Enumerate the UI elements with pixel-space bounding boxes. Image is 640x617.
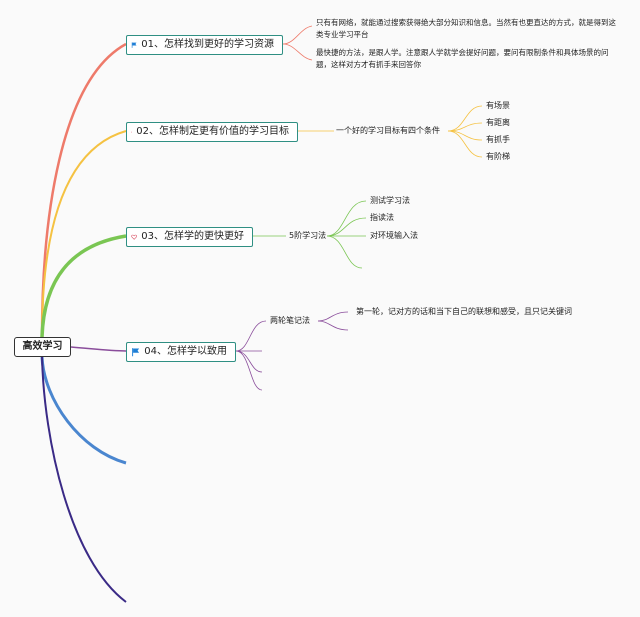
flag-icon [131,42,137,48]
leaf-node[interactable]: 指读法 [370,213,394,222]
sub-line [282,25,313,45]
sub-node[interactable]: 两轮笔记法 [270,316,310,325]
branch-line-01 [40,42,127,338]
branch-node-01[interactable]: 01、怎样找到更好的学习资源 [126,35,283,55]
branch-label: 03、怎样学的更快更好 [141,231,244,242]
branch-node-04[interactable]: 04、怎样学以致用 [126,342,236,362]
sub-line [447,105,483,132]
sub-line [235,350,263,391]
branch-line-02 [41,130,127,338]
leaf-node[interactable]: 有阶梯 [486,152,510,161]
sub-line [235,320,267,352]
leaf-node[interactable]: 对环境输入法 [370,231,418,240]
sub-line [282,43,313,61]
root-node[interactable]: 高效学习 [14,337,71,357]
sub-line [447,130,483,141]
sub-line [326,217,367,237]
branch-line-04 [70,346,127,352]
sub-node[interactable]: 一个好的学习目标有四个条件 [336,126,440,135]
branch-line-blue [40,356,127,465]
note-01a: 只有有网络，就能通过搜索获得绝大部分知识和信息。当然有也更直达的方式，就是得到这… [316,18,616,39]
branch-label: 01、怎样找到更好的学习资源 [141,39,274,50]
leaf-node[interactable]: 第一轮，记对方的话和当下自己的联想和感受，且只记关键词 [356,307,572,316]
sub-line [326,235,363,269]
branch-line-03 [40,234,127,338]
branch-node-03[interactable]: 03、怎样学的更快更好 [126,227,253,247]
home-icon [131,131,133,133]
leaf-node[interactable]: 有抓手 [486,135,510,144]
leaf-node[interactable]: 有距离 [486,118,510,127]
heart-icon [131,234,137,240]
branch-label: 04、怎样学以致用 [144,346,227,357]
branch-node-02[interactable]: 02、怎样制定更有价值的学习目标 [126,122,298,142]
note-01b: 最快捷的方法，是跟人学。注意跟人学就学会提好问题，要问有限制条件和具体场景的问题… [316,48,609,69]
sub-line [447,130,483,158]
sub-line [317,320,349,331]
sub-line [447,122,483,132]
flag-icon [132,348,140,357]
branch-label: 02、怎样制定更有价值的学习目标 [136,126,289,137]
leaf-node[interactable]: 测试学习法 [370,196,410,205]
leaf-node[interactable]: 有场景 [486,101,510,110]
sub-node[interactable]: 5阶学习法 [289,231,327,240]
sub-line [326,200,367,237]
branch-line-navy [41,356,127,603]
sub-line [317,311,349,322]
